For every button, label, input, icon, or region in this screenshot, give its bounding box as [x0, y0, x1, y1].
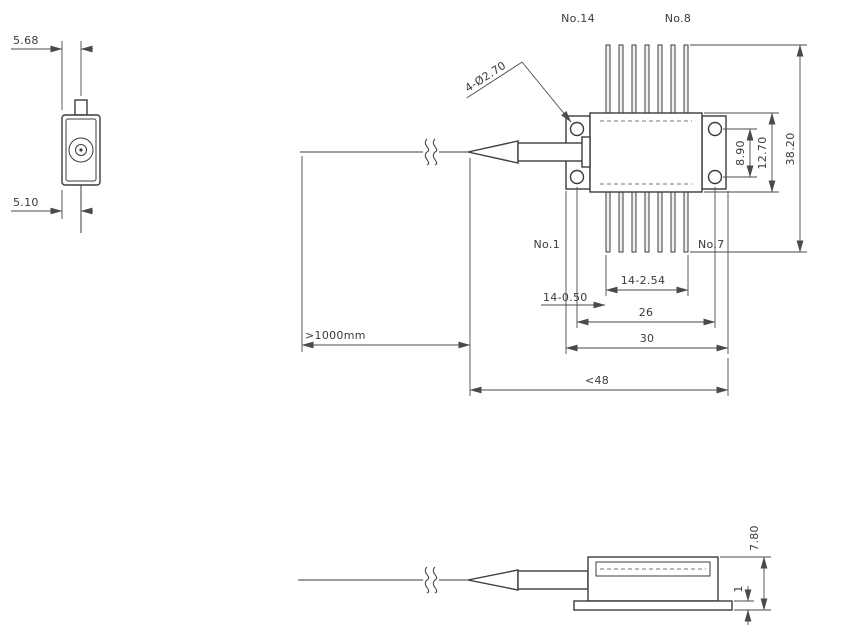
label-pin8: No.8 [665, 12, 691, 25]
end-view-ferrule-outer [68, 137, 94, 163]
dim-label-5-68: 5.68 [13, 34, 39, 47]
pin [670, 44, 676, 114]
mounting-hole [707, 121, 723, 137]
fiber-snout [517, 570, 589, 590]
pin [605, 191, 611, 253]
bottom-pin-row [605, 191, 689, 253]
top-pin-row [605, 44, 689, 114]
break-symbol [432, 138, 438, 166]
end-view-ferrule-inner [75, 144, 87, 156]
dim-label-12-70: 12.70 [756, 137, 769, 170]
pin [618, 44, 624, 114]
end-view-top-tab [74, 99, 88, 116]
pin [644, 44, 650, 114]
dim-label-1: 1 [732, 585, 745, 592]
pin [657, 191, 663, 253]
callout-shelf [466, 61, 523, 99]
pin [657, 44, 663, 114]
end-view: 5.68 5.10 [11, 34, 101, 233]
pin [644, 191, 650, 253]
dim-label-26: 26 [639, 306, 654, 319]
pin [618, 191, 624, 253]
dim-label-5-10: 5.10 [13, 196, 39, 209]
hole-callout: 4-Ø2.70 [463, 59, 523, 99]
dim-label-fiber-length: >1000mm [305, 329, 366, 342]
mounting-hole [569, 121, 585, 137]
end-view-body-inner [65, 118, 97, 182]
break-symbol [424, 566, 430, 594]
label-pin1: No.1 [534, 238, 560, 251]
pin [631, 191, 637, 253]
mounting-hole [569, 169, 585, 185]
dim-label-8-90: 8.90 [734, 140, 747, 166]
label-pin14: No.14 [561, 12, 595, 25]
fiber-boot-cone [467, 569, 519, 591]
end-view-fiber-core [79, 148, 83, 152]
label-pin7: No.7 [698, 238, 724, 251]
snout-flange [581, 136, 591, 168]
package-body [589, 112, 703, 193]
package-body-side [587, 556, 719, 602]
dim-label-pitch: 14-2.54 [621, 274, 666, 287]
callout-leader [521, 61, 572, 123]
side-view: 7.80 1 [298, 525, 771, 625]
dim-label-holes: 4-Ø2.70 [463, 59, 509, 95]
baseplate [573, 600, 733, 611]
dim-label-30: 30 [640, 332, 655, 345]
fiber-snout [517, 142, 585, 162]
lid-strip [595, 561, 711, 577]
dim-label-38-20: 38.20 [784, 133, 797, 166]
pin [683, 44, 689, 114]
mounting-hole [707, 169, 723, 185]
dim-label-7-80: 7.80 [748, 525, 761, 551]
top-view: No.14 No.8 No.1 No.7 4-Ø2.70 8.90 12.70 … [300, 12, 807, 396]
break-symbol [424, 138, 430, 166]
dim-label-48: <48 [585, 374, 609, 387]
pin [683, 191, 689, 253]
dim-label-pin-width: 14-0.50 [543, 291, 588, 304]
pin [631, 44, 637, 114]
break-symbol [432, 566, 438, 594]
fiber-boot-cone [467, 140, 519, 164]
pin [605, 44, 611, 114]
pin [670, 191, 676, 253]
